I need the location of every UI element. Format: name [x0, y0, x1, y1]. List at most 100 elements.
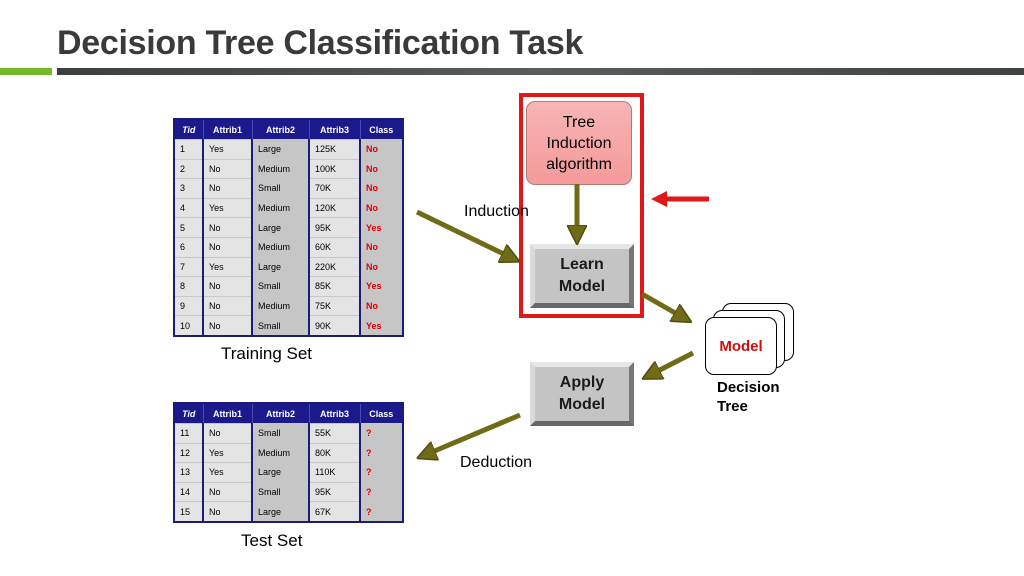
attrib2-cell: Large	[251, 139, 309, 160]
class-cell: ?	[359, 423, 403, 444]
model-to-apply-arrow	[650, 350, 695, 375]
attrib1-cell: No	[202, 315, 252, 336]
attrib2-cell: Small	[251, 423, 309, 444]
attrib3-cell: 120K	[308, 197, 360, 218]
attrib2-cell: Large	[251, 501, 309, 522]
class-cell: No	[359, 158, 403, 179]
attrib2-cell: Medium	[251, 158, 309, 179]
column-header: Attrib3	[308, 403, 360, 424]
attrib2-cell: Large	[251, 217, 309, 238]
attrib1-cell: Yes	[202, 256, 252, 277]
attrib3-cell: 110K	[308, 462, 360, 483]
attrib1-cell: No	[202, 178, 252, 199]
tid-cell: 6	[174, 236, 203, 258]
column-header: Attrib3	[308, 119, 360, 140]
tid-cell: 15	[174, 501, 203, 522]
column-header: Class	[359, 119, 403, 140]
title-underline-bar	[57, 68, 1024, 75]
class-cell: No	[359, 295, 403, 316]
model-card-front: Model	[705, 317, 777, 375]
learn-model-box: Learn Model	[530, 244, 634, 308]
attrib2-cell: Small	[251, 481, 309, 502]
tid-cell: 5	[174, 217, 203, 238]
tid-cell: 7	[174, 256, 203, 277]
attrib2-cell: Small	[251, 315, 309, 336]
class-cell: ?	[359, 481, 403, 502]
class-cell: ?	[359, 501, 403, 522]
apply-model-box: Apply Model	[530, 362, 634, 426]
tid-cell: 9	[174, 295, 203, 316]
attrib2-cell: Small	[251, 178, 309, 199]
slide-title: Decision Tree Classification Task	[57, 24, 584, 62]
class-cell: No	[359, 197, 403, 218]
class-cell: Yes	[359, 217, 403, 238]
column-header: Attrib2	[251, 119, 309, 140]
attrib3-cell: 90K	[308, 315, 360, 336]
attrib3-cell: 55K	[308, 423, 360, 444]
class-cell: Yes	[359, 315, 403, 336]
attrib1-cell: No	[202, 276, 252, 297]
class-cell: ?	[359, 442, 403, 463]
attrib1-cell: No	[202, 295, 252, 316]
attrib3-cell: 67K	[308, 501, 360, 522]
attrib1-cell: Yes	[202, 197, 252, 218]
tid-cell: 12	[174, 442, 203, 463]
column-header: Attrib2	[251, 403, 309, 424]
column-header: Class	[359, 403, 403, 424]
attrib3-cell: 70K	[308, 178, 360, 199]
attrib1-cell: No	[202, 481, 252, 502]
tree-induction-algorithm-label: Tree Induction algorithm	[546, 113, 612, 173]
tid-cell: 1	[174, 139, 203, 160]
apply-model-label: Apply Model	[558, 374, 606, 413]
column-header: Tid	[174, 119, 203, 140]
attrib3-cell: 95K	[308, 481, 360, 502]
induction-label: Induction	[464, 203, 529, 220]
attrib1-cell: No	[202, 501, 252, 522]
tid-cell: 8	[174, 276, 203, 297]
class-cell: No	[359, 178, 403, 199]
attrib3-cell: 220K	[308, 256, 360, 277]
tid-cell: 10	[174, 315, 203, 336]
attrib2-cell: Medium	[251, 236, 309, 258]
attrib2-cell: Large	[251, 256, 309, 277]
model-label: Model	[719, 337, 763, 355]
attrib3-cell: 80K	[308, 442, 360, 463]
class-cell: No	[359, 256, 403, 277]
column-header: Tid	[174, 403, 203, 424]
attrib1-cell: No	[202, 217, 252, 238]
attrib3-cell: 85K	[308, 276, 360, 297]
attrib2-cell: Medium	[251, 442, 309, 463]
attrib3-cell: 95K	[308, 217, 360, 238]
learn-model-label: Learn Model	[558, 256, 606, 295]
class-cell: No	[359, 139, 403, 160]
attrib1-cell: No	[202, 236, 252, 258]
training-set-caption: Training Set	[221, 344, 313, 363]
column-header: Attrib1	[202, 119, 252, 140]
attrib1-cell: No	[202, 423, 252, 444]
attrib2-cell: Small	[251, 276, 309, 297]
tid-cell: 4	[174, 197, 203, 218]
attrib1-cell: Yes	[202, 462, 252, 483]
attrib3-cell: 125K	[308, 139, 360, 160]
class-cell: No	[359, 236, 403, 258]
attrib1-cell: No	[202, 158, 252, 179]
attrib1-cell: Yes	[202, 442, 252, 463]
tid-cell: 14	[174, 481, 203, 502]
